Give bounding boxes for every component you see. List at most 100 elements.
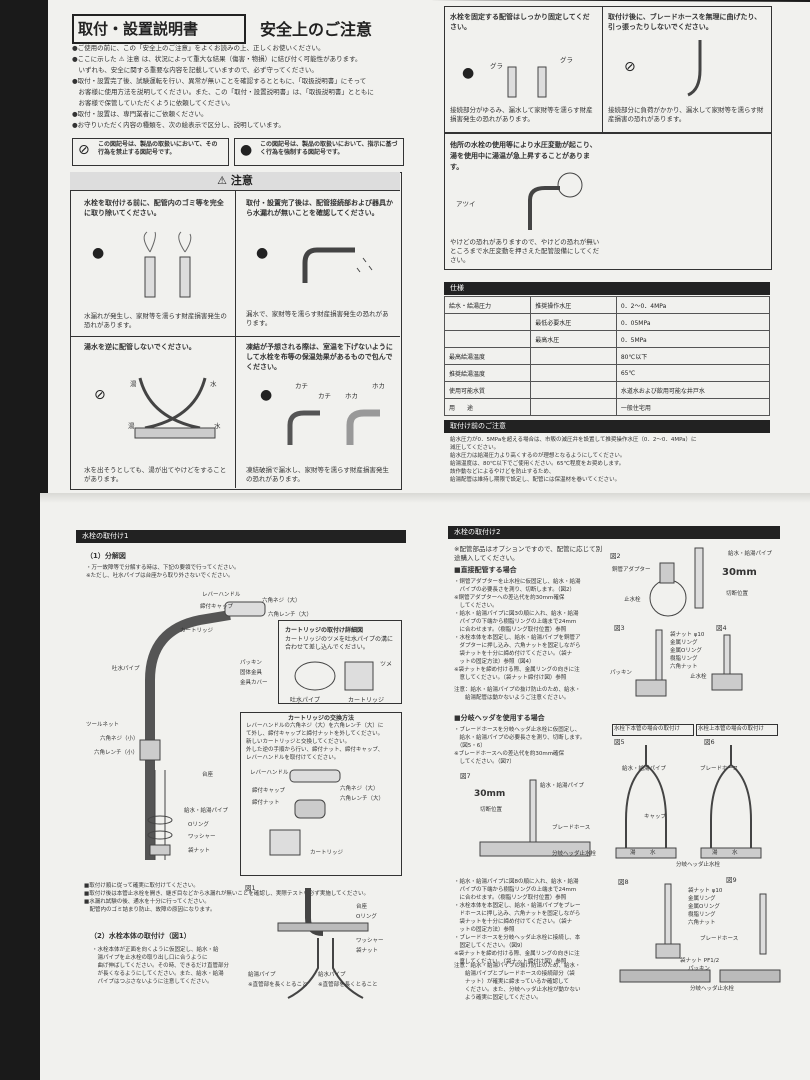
precaution-line: 給水圧力は給湯圧力より高くするのが理想となるようにしてください。 [450,453,626,459]
fig5-caption-box [612,724,694,736]
exploded-part-label: パッキン [240,660,262,666]
fig56-part-label: 給水・給湯パイプ [622,766,667,772]
caution-cell-2-head: 取付・設置完了後は、配管接続部および器具から水漏れが無いことを確認してください。 [246,199,393,217]
fig1-part-label: 台座 [356,904,368,910]
fig8-part-label: 金属リング [688,896,716,902]
fig8-label: 図8 [618,878,629,886]
install-note-line: 配管内のゴミ詰まり防止、故障の原因になります。 [84,907,216,913]
intro-line: ●取付・設置完了後、試験運転を行い、異常が無いことを確認するとともに、「取扱説明… [72,77,367,85]
exploded-part-label: 袋ナット [188,848,211,854]
fig1-part-label: 袋ナット [356,948,379,954]
precaution-line: 該作動などによるやけどを防止するため、 [450,469,555,475]
precaution-line: 減圧してください。 [450,445,500,451]
fig1-part-label: 給水パイプ [318,972,346,978]
install-note-line: ■取付け後は本管止水栓を開き、継ぎ目などから水漏れが無いことを確認し、実際テスト… [84,891,369,897]
spec-cell: 用 途 [443,398,532,416]
exploded-part-label: 吐水パイプ [112,666,140,672]
reversed-hoses-illustration [134,377,216,439]
branch-text-2-line: に合わせます。（樹脂リング取付位置）参照 [454,895,567,901]
cartridge-label: カートリッジ [348,697,385,704]
loose-pipe-illustration [507,66,547,98]
fig7-hose-label: ブレードホース [552,825,591,831]
spec-cell: 一般住宅用 [615,398,771,416]
pressure-panel [444,132,772,270]
direct-text-line: ・給水・給湯パイプに図3の順に入れ、給水・給湯 [454,611,579,617]
caution-cell-1-body: 水漏れが発生し、家財等を濡らす財産損害発生の恐れがあります。 [84,312,227,329]
swap-part-label: 六角レンチ（大） [340,796,385,802]
sheet-fold [40,493,810,503]
swap-part-label: 締付ナット [252,800,280,806]
title-box [72,14,246,44]
prohibit-icon: ⊘ [624,59,636,75]
cartridge-swap-illustration [269,769,341,856]
branch-heading: ■分岐ヘッダを使用する場合 [454,714,545,722]
right-cell-2-head: 取付け後に、ブレードホースを無理に曲げたり、引っ張ったりしないでください。 [608,13,762,31]
precaution-line: 給水圧力が0．5MPaを超える場合は、市販の減圧弁を設置して推奨操作水圧（0．2… [450,437,697,443]
fig2-diagram [649,547,704,617]
note-2-line: 注意：給水・給湯パイプの抜け防止のため、給水・ [454,963,581,969]
spec-cell: 推奨給湯温度 [443,364,532,382]
prohibit-icon: ⊘ [78,142,90,158]
note-2-line: ください。また、分岐ヘッダ止水栓が動かない [454,987,581,993]
exploded-part-label: 台座 [202,772,214,778]
legend-mandatory-text: この図記号は、製品の取扱いにおいて、指示に基づく行為を強制する図記号です。 [260,141,398,156]
exploded-part-label: 六角ネジ（大） [262,598,301,604]
direct-text-line: ・水栓本体を本固定し、給水・給湯パイプを銅管ア [454,635,581,641]
note-1-line: 注意：給水・給湯パイプの抜け防止のため、給水・ [454,687,581,693]
fig56-part-label: 湯 [712,850,718,856]
intro-line: ●取付・設置は、専門業者にご依頼ください。 [72,110,208,118]
caution-cell-3-head: 湯水を逆に配管しないでください。 [84,343,196,351]
spec-cell: 最高水圧 [530,330,617,348]
branch-text-2-line: ・水栓本体を本固定し、給水・給湯パイプをブレー [454,903,581,909]
spec-cell [443,313,532,331]
caution-cell-4-head: 凍結が予想される際は、室温を下げないようにして水栓を布等の保温効果があるもので包… [246,343,393,371]
direct-text-line: ダプターに押し込み、六角ナットを固定しながら [454,643,581,649]
install2-intro: ※配管部品はオプションですので、配管に応じて別途購入してください。 [454,545,603,562]
branch-text-line: 給水・給湯パイプの必要長さを測り、切断します。 [454,735,586,741]
mandatory-icon: ● [240,142,253,158]
exploded-part-label: カートリッジ [180,628,214,634]
fig5-fig6-diagram [615,745,762,859]
sec2-text-line: 湯パイプを止水栓の取り出し口に合うように [92,955,208,961]
fig3-label: 図3 [614,624,625,632]
doc-title: 取付・設置説明書 [78,20,199,38]
direct-text-line: パイプの下端から樹脂リングの上端まで24mm [454,619,577,625]
sec2-text-line: が長くなるようにしてください。また、給水・給湯 [92,971,224,977]
spec-row: 使用可能水質水道水および飲用可能な井戸水 [443,381,771,399]
exploded-part-label: ツールネット [86,722,120,728]
direct-text-line: ットの固定方法）参照（図4） [454,659,535,665]
sec1-heading: （1）分解図 [86,552,126,560]
mandatory-icon: ● [92,245,105,261]
branch-text-2-line: ドホースに押し込み、六角ナットを固定しながら [454,911,581,917]
cartridge-detail-illustration [294,661,374,691]
swap-part-label: カートリッジ [310,850,344,856]
fig56-part-label: キャップ [644,814,667,820]
fig8-part-label: 六角ナット [688,920,716,926]
fig6-caption: 水栓上本管の場合の取付け [698,726,765,732]
fig3-fig4-diagram [635,629,743,697]
legend-prohibit-text: この図記号は、製品の取扱いにおいて、その行為を禁止する図記号です。 [98,141,218,156]
fig56-part-label: 湯 [630,850,636,856]
section-bar-install-1: 水栓の取付け1 [76,530,406,543]
exploded-part-label: 締付キャップ [200,604,234,610]
branch-text-2-line: 意してください。（袋ナット締付け図）参照 [454,959,567,965]
swap-text-line: 新しいカートリッジと交換してください。 [246,739,351,745]
precaution-line: 給湯温度は、80℃以下でご使用ください。65℃程度をお奨めします。 [450,461,625,467]
section-bar-install-2: 水栓の取付け2 [448,526,780,539]
install-note-line: ■取付け順に従って確実に取付けてください。 [84,883,199,889]
cartridge-swap-box [240,712,402,876]
dim-30mm: 30mm [722,567,757,578]
sfx-hoka: ホカ [345,392,358,400]
cartridge-swap-title: カートリッジの交換方法 [288,715,355,722]
mandatory-icon: ● [256,245,269,261]
fig2-stopcock-label: 止水栓 [624,597,641,603]
direct-text-line: してください。 [454,603,498,609]
fig56-part-label: ブレードホース [700,766,739,772]
spec-cell: 水道水および飲用可能な井戸水 [615,381,771,399]
spec-bar: 仕様 [444,282,770,295]
spec-cell [443,330,532,348]
fig8-part-label: 分岐ヘッダ止水栓 [690,986,735,992]
